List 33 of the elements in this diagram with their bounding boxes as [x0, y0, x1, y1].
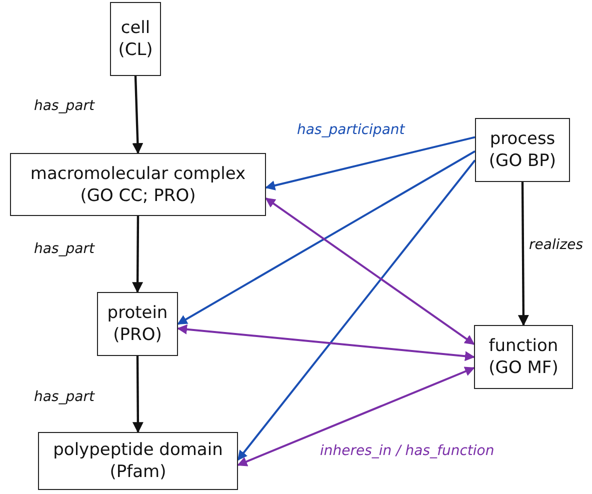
term-text: function	[488, 335, 558, 357]
term-text: (GO CC; PRO)	[80, 184, 196, 206]
arrow	[132, 76, 144, 154]
term-box	[474, 325, 573, 389]
edge-label: has_part	[32, 241, 96, 258]
term-text: cell	[120, 17, 150, 39]
arrow	[518, 182, 529, 326]
arrow	[265, 198, 475, 346]
term-text: polypeptide domain	[53, 439, 223, 461]
term-text: protein	[107, 302, 168, 324]
term-box	[475, 118, 570, 182]
edge-label: inheres_in / has_function	[318, 443, 496, 460]
term-text: (GO MF)	[488, 357, 558, 379]
arrow	[132, 216, 144, 294]
term-box	[110, 2, 161, 76]
edge-label: has_participant	[295, 122, 407, 139]
term-text: macromolecular complex	[30, 162, 246, 184]
arrow	[237, 160, 476, 461]
arrow	[177, 150, 476, 325]
term-text: process	[490, 128, 556, 150]
arrow	[177, 324, 475, 362]
edge-label: has_part	[32, 389, 96, 406]
edge-label: has_part	[32, 98, 96, 115]
arrow	[265, 136, 476, 190]
term-text: (GO BP)	[488, 150, 556, 172]
term-box	[97, 292, 178, 356]
term-text: (Pfam)	[110, 461, 166, 483]
term-text: (CL)	[118, 39, 153, 61]
term-box	[10, 153, 266, 216]
term-text: (PRO)	[113, 324, 162, 346]
arrow	[132, 356, 144, 434]
term-box	[38, 432, 238, 490]
arrow	[237, 366, 475, 466]
